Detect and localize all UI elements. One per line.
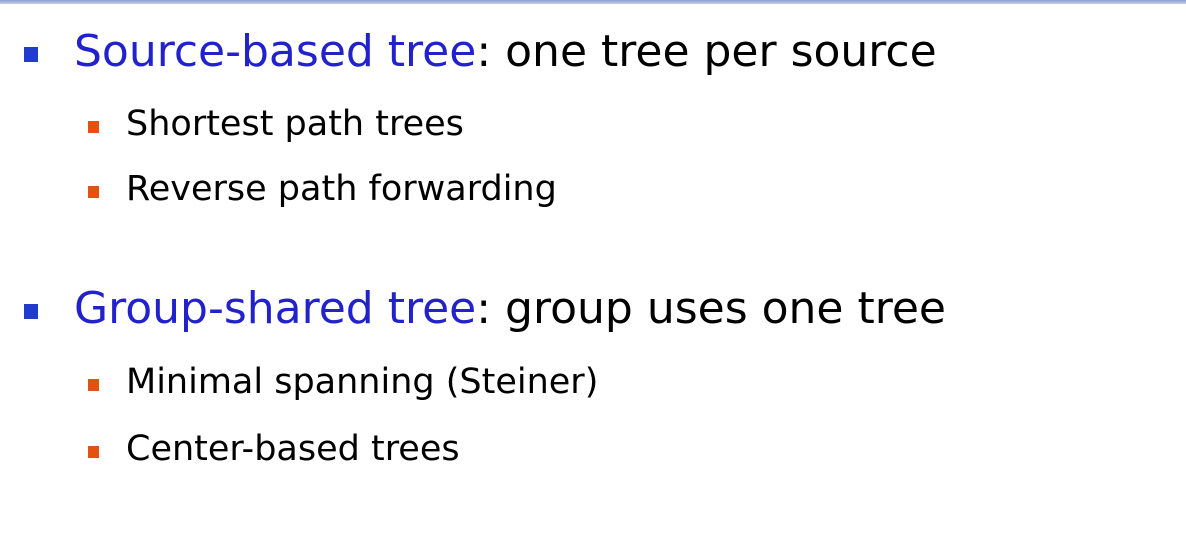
bullet-group-shared: Group-shared tree: group uses one tree (24, 283, 1124, 335)
sub-bullet-minimal-spanning: Minimal spanning (Steiner) (88, 361, 1088, 403)
sub-bullet-text: Minimal spanning (Steiner) (126, 362, 599, 402)
square-bullet-icon (88, 446, 99, 458)
sub-bullet-shortest-path: Shortest path trees (88, 103, 1088, 145)
bullet-rest: : group uses one tree (476, 283, 946, 334)
square-bullet-icon (88, 121, 99, 133)
bullet-source-based: Source-based tree: one tree per source (24, 26, 1124, 78)
square-bullet-icon (88, 379, 99, 391)
sub-bullet-text: Center-based trees (126, 429, 460, 469)
square-bullet-icon (24, 47, 38, 62)
top-rule (0, 0, 1186, 4)
sub-bullet-text: Shortest path trees (126, 104, 464, 144)
sub-bullet-text: Reverse path forwarding (126, 169, 557, 209)
square-bullet-icon (88, 186, 99, 198)
key-term: Source-based tree (74, 26, 477, 77)
bullet-text: Group-shared tree: group uses one tree (74, 283, 946, 335)
sub-bullet-center-based: Center-based trees (88, 428, 1088, 470)
bullet-text: Source-based tree: one tree per source (74, 26, 937, 78)
key-term: Group-shared tree (74, 283, 477, 334)
square-bullet-icon (24, 304, 38, 319)
bullet-rest: : one tree per source (476, 26, 937, 77)
sub-bullet-reverse-path: Reverse path forwarding (88, 168, 1088, 210)
